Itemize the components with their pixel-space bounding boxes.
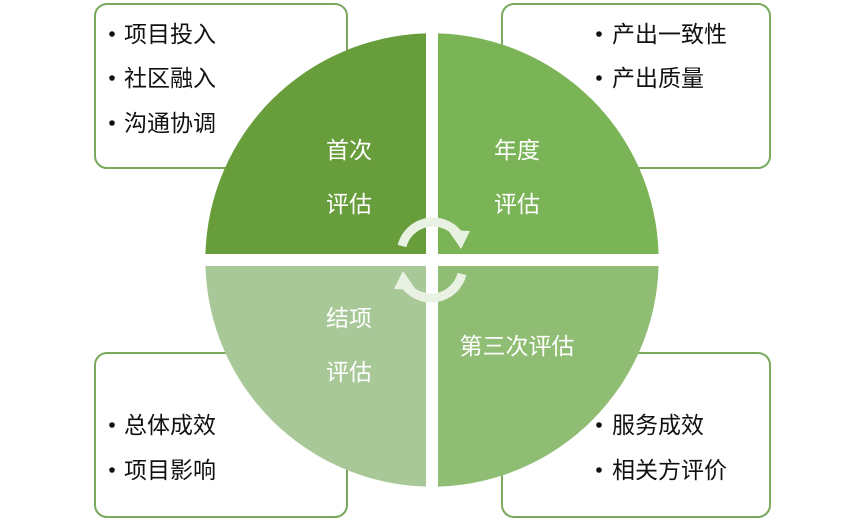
bullet-icon: [109, 120, 115, 126]
quadrant-top-left-label-2: 评估: [326, 192, 372, 218]
box-top-left-item-1: 项目投入: [124, 22, 216, 48]
quadrant-top-left: [205, 33, 426, 255]
box-bottom-right-item-2: 相关方评价: [612, 458, 727, 484]
cycle-arrows-icon: [394, 217, 470, 303]
box-top-left-item-3: 沟通协调: [124, 111, 216, 137]
box-bottom-left-item-1: 总体成效: [124, 413, 216, 439]
cycle-arrow-bottom-arc: [402, 272, 467, 303]
quadrant-bottom-right-label: 第三次评估: [460, 334, 575, 360]
bullet-icon: [596, 467, 602, 473]
quadrant-top-right: [438, 33, 659, 255]
box-bottom-left-item-2: 项目影响: [124, 458, 216, 484]
bullet-icon: [596, 75, 602, 81]
cycle-circle: [205, 33, 659, 487]
quadrant-bottom-left-label-2: 评估: [326, 360, 372, 386]
cycle-arrow-bottom-head: [394, 271, 416, 290]
bullet-icon: [109, 31, 115, 37]
quadrant-bottom-right: [438, 266, 659, 487]
box-top-right-item-2: 产出质量: [612, 66, 704, 92]
quadrant-bottom-left-label-1: 结项: [326, 306, 372, 332]
cycle-arrow-top-arc: [397, 217, 462, 248]
bullet-icon: [109, 467, 115, 473]
bullet-icon: [109, 422, 115, 428]
bullet-icon: [596, 31, 602, 37]
box-top-left-item-2: 社区融入: [124, 66, 216, 92]
bullet-icon: [596, 422, 602, 428]
bullet-icon: [109, 75, 115, 81]
quadrant-bottom-left: [205, 266, 426, 487]
box-bottom-right-item-1: 服务成效: [612, 413, 704, 439]
quadrant-top-right-label-1: 年度: [494, 138, 540, 164]
box-top-right-item-1: 产出一致性: [612, 22, 727, 48]
quadrant-top-left-label-1: 首次: [326, 138, 372, 164]
cycle-arrow-top-head: [448, 230, 470, 249]
quadrant-top-right-label-2: 评估: [494, 192, 540, 218]
